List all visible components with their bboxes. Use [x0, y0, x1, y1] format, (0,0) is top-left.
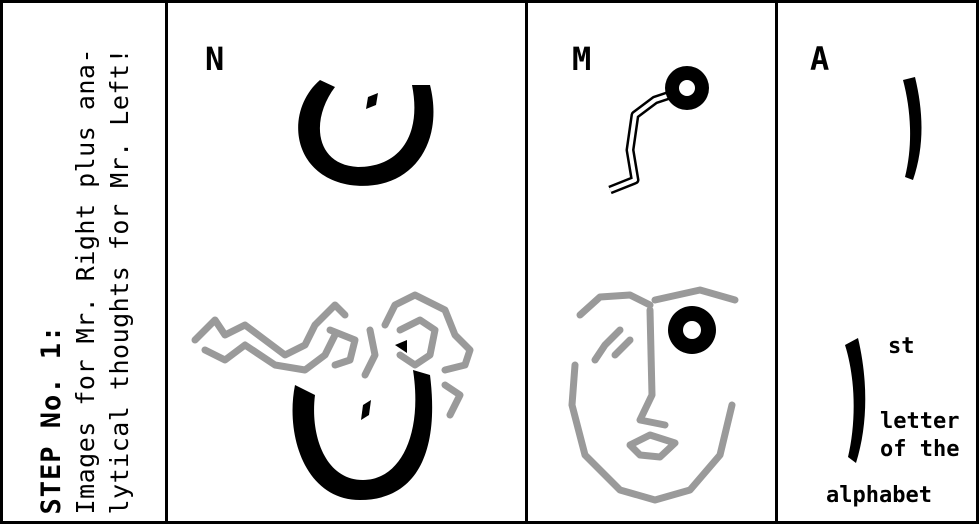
column-letter-a: A	[810, 40, 829, 78]
divider-m-a	[775, 0, 778, 524]
mim-glyph-illustration	[590, 60, 730, 210]
side-label: STEP No. 1: Images for Mr. Right plus an…	[0, 0, 165, 524]
caption-line-1: letter	[880, 408, 959, 436]
step-line-1: Images for Mr. Right plus ana-	[69, 10, 103, 515]
mim-face-illustration	[560, 285, 750, 515]
nun-glyph-illustration	[280, 55, 450, 205]
alif-letter-illustration	[840, 335, 880, 465]
caption-line-2: of the	[880, 436, 959, 464]
caption-line-3: alphabet	[826, 482, 932, 510]
column-letter-m: M	[572, 40, 591, 78]
divider-n-m	[525, 0, 528, 524]
alif-glyph-illustration	[895, 75, 935, 185]
column-letter-n: N	[205, 40, 224, 78]
caption-superscript: st	[888, 333, 915, 361]
step-title: STEP No. 1:	[35, 10, 69, 515]
step-line-2: lytical thoughts for Mr. Left!	[103, 10, 137, 515]
divider-side	[165, 0, 168, 524]
nun-figure-illustration	[185, 285, 485, 510]
